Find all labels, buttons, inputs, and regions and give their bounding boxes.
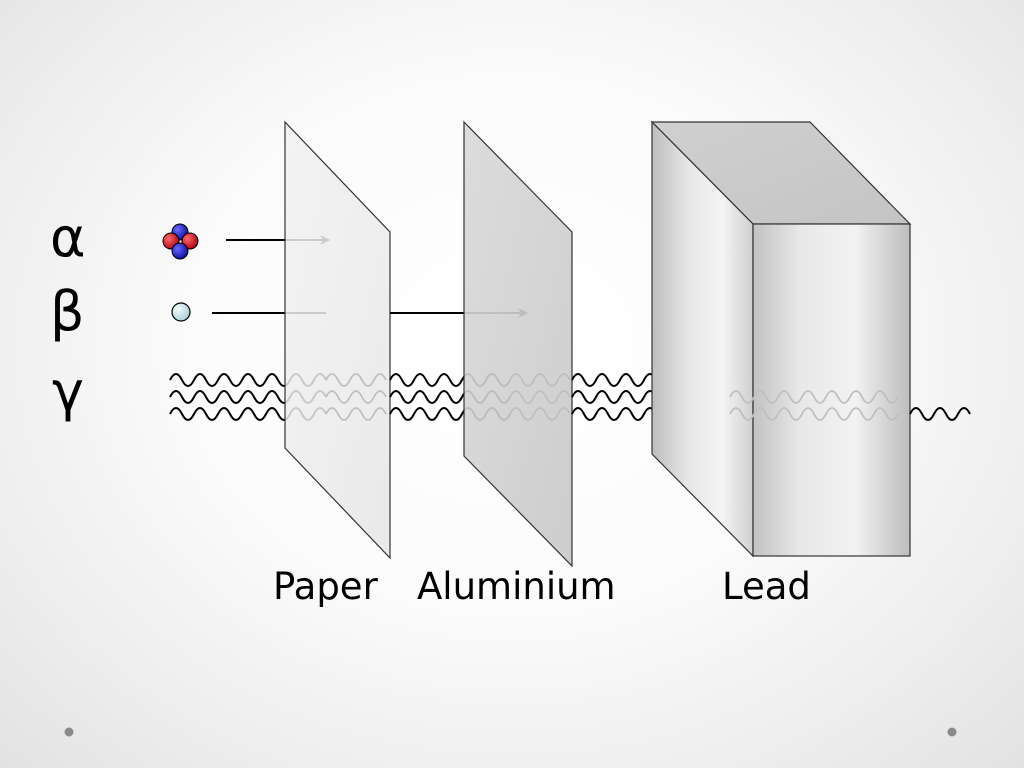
aluminium-sheet (463, 120, 573, 568)
gamma-wave-after-lead (909, 407, 971, 421)
paper-label: Paper (273, 565, 379, 608)
gamma-symbol: γ (52, 360, 84, 423)
lead-block-front (752, 223, 911, 557)
beta-symbol: β (50, 280, 84, 343)
lead-block (650, 120, 912, 558)
gamma-waves-through-paper (325, 373, 387, 421)
paper-sheet (284, 120, 391, 560)
lead-label: Lead (722, 565, 811, 608)
slide-corner-dot-right (947, 727, 957, 737)
gamma-waves-through-aluminium (509, 373, 571, 421)
beta-particle (171, 302, 191, 322)
alpha-particle (162, 223, 199, 260)
alpha-symbol: α (50, 206, 86, 269)
slide-corner-dot-left (64, 727, 74, 737)
aluminium-label: Aluminium (417, 565, 616, 608)
